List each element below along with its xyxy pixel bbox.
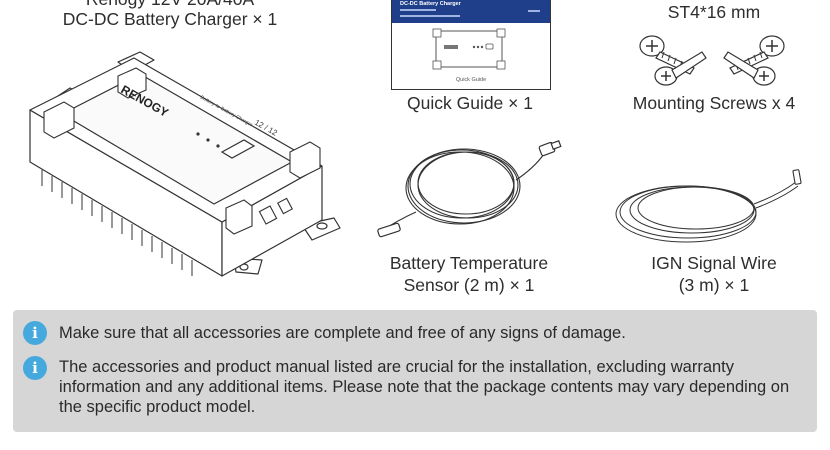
ign-caption-line2: (3 m) × 1 xyxy=(678,275,750,295)
screw-spec-label: ST4*16 mm xyxy=(667,2,761,22)
note-text: The accessories and product manual liste… xyxy=(59,358,790,416)
info-icon: i xyxy=(23,356,47,380)
charger-caption-line2: DC-DC Battery Charger × 1 xyxy=(62,9,278,29)
guide-cover-lines xyxy=(400,15,460,17)
note-text: Make sure that all accessories are compl… xyxy=(59,324,626,342)
quick-guide-caption: Quick Guide × 1 xyxy=(407,93,533,113)
dc-dc-charger-image: RENOGY Battery-to-Battery Charger 12 / 1… xyxy=(29,51,341,277)
charger-caption-line1: Renogy 12V 20A/40A xyxy=(20,0,320,10)
mounting-screws-image xyxy=(639,35,785,86)
temperature-sensor-image xyxy=(377,140,562,238)
screws-caption: Mounting Screws x 4 xyxy=(632,93,796,113)
quick-guide-booklet: DC-DC Battery Charger Quick Guide xyxy=(391,0,551,90)
info-icon: i xyxy=(23,321,47,345)
notes-panel: i Make sure that all accessories are com… xyxy=(13,310,817,432)
sensor-caption-line2: Sensor (2 m) × 1 xyxy=(403,275,535,295)
sensor-caption-line1: Battery Temperature xyxy=(389,253,549,273)
ign-signal-wire-image xyxy=(615,169,802,243)
guide-cover-title: DC-DC Battery Charger xyxy=(400,1,461,7)
guide-cover-lines xyxy=(528,10,540,12)
guide-cover-band: DC-DC Battery Charger xyxy=(392,0,550,23)
guide-device-drawing xyxy=(432,28,506,70)
guide-cover-lines xyxy=(400,9,436,11)
ign-caption-line1: IGN Signal Wire xyxy=(651,253,777,273)
guide-cover-footer: Quick Guide xyxy=(455,77,487,83)
